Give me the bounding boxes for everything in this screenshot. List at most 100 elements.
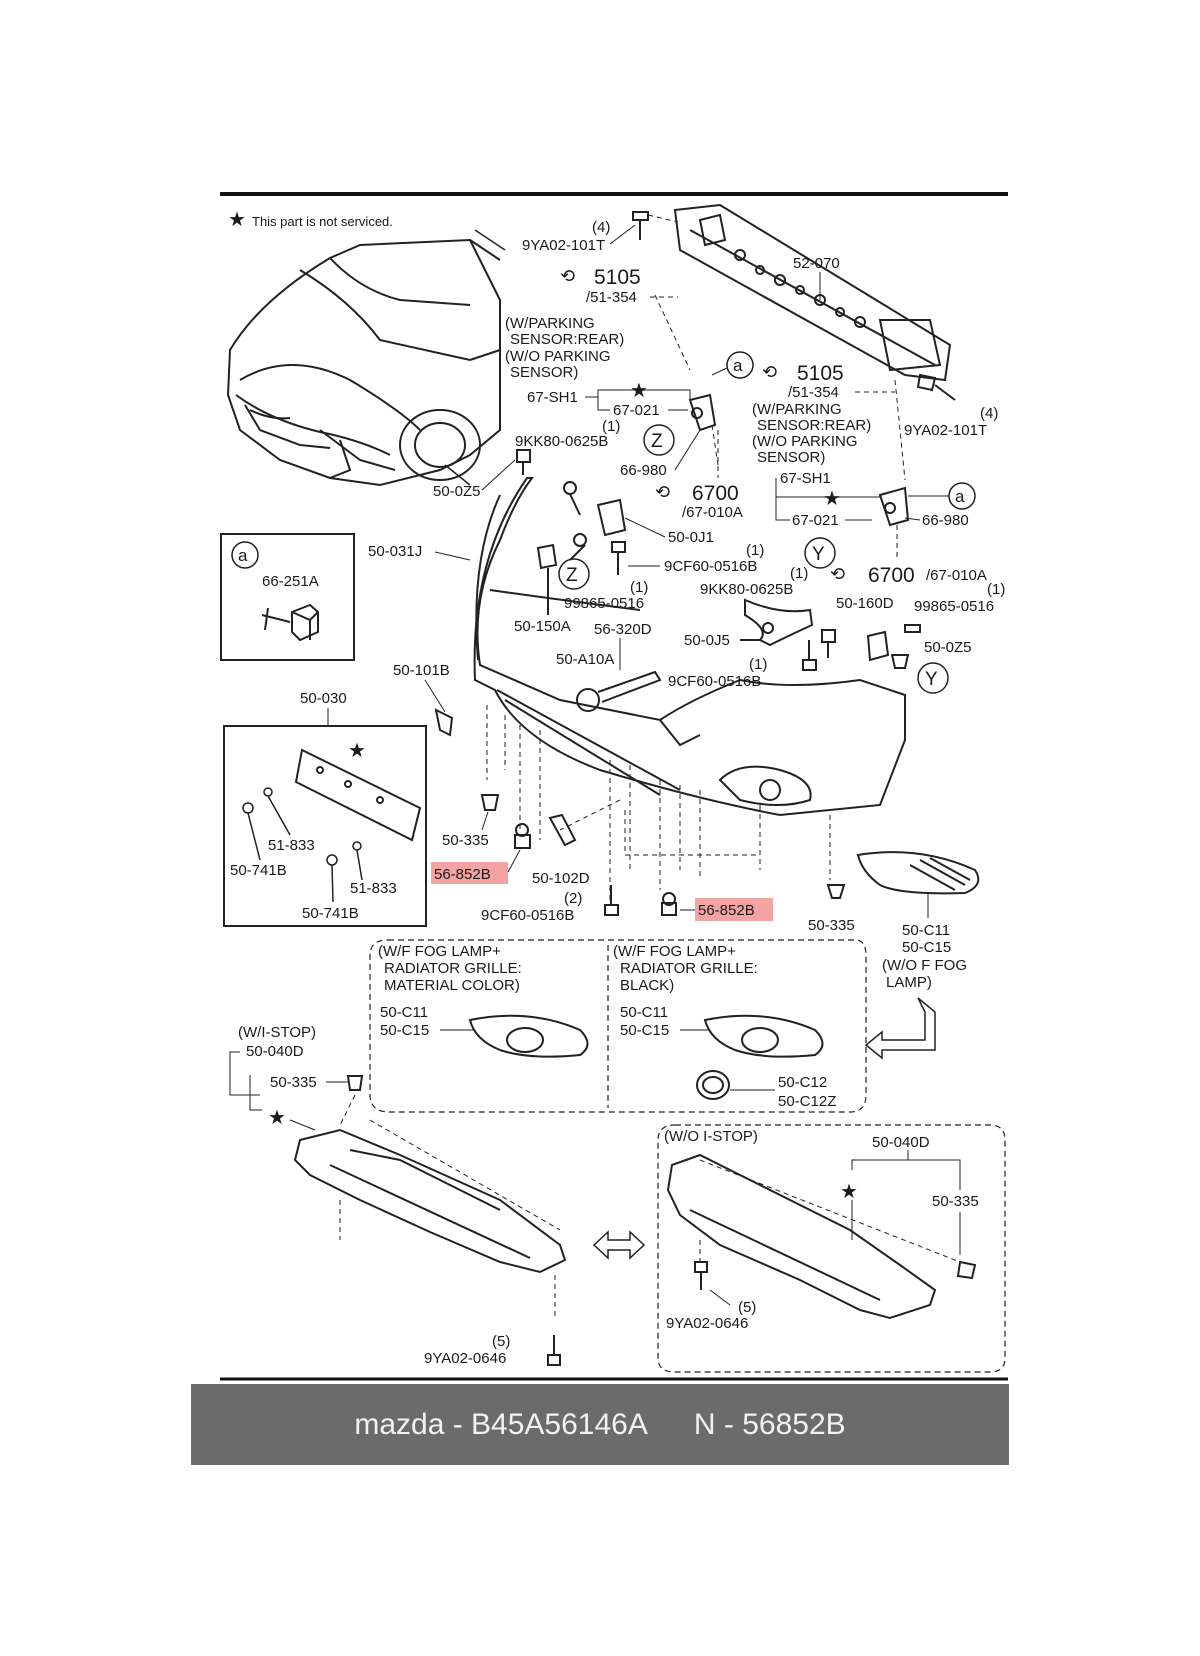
plug-a10a-part [576, 670, 662, 712]
screw-right-label: 9KK80-0625B [700, 581, 793, 598]
screw-99865-b: 99865-0516 [914, 598, 994, 615]
bracket-right-021: 67-021 [792, 512, 839, 529]
svg-text:BLACK): BLACK) [620, 977, 674, 994]
screw-right-qty: (1) [790, 565, 808, 582]
clip-335-b-part [826, 884, 846, 899]
reinforcement-bar [673, 203, 952, 382]
nut-851-a: 56-852B [434, 866, 491, 883]
svg-text:a: a [955, 487, 965, 506]
fog-blk-c12: 50-C12 [778, 1074, 827, 1091]
undercover-no-istop-part [666, 1153, 977, 1320]
bracket-right-part [878, 486, 910, 527]
washer-320d: 56-320D [594, 621, 652, 638]
ref-5105-a: 5105 [594, 266, 641, 289]
bracket-102d-part [548, 813, 577, 847]
bracket-0j5: 50-0J5 [684, 632, 730, 649]
bolt-top-left-qty: (4) [592, 219, 610, 236]
star-icon: ★ [823, 488, 841, 510]
svg-text:(W/F FOG LAMP+: (W/F FOG LAMP+ [378, 943, 501, 960]
svg-text:Y: Y [925, 669, 938, 690]
star-icon: ★ [348, 740, 366, 762]
fog-blk-c12z: 50-C12Z [778, 1093, 836, 1110]
bolt-top-right-qty: (4) [980, 405, 998, 422]
brand-part-number: mazda - B45A56146A [354, 1407, 648, 1441]
cover-c15: 50-C15 [902, 939, 951, 956]
plate-833-b: 51-833 [350, 880, 397, 897]
fastener-150a-part [536, 543, 558, 615]
leader-dashes [486, 705, 831, 900]
leader-dashes [339, 1094, 561, 1320]
not-serviced-note: This part is not serviced. [252, 214, 393, 229]
bolt-9ya-a: 9YA02-0646 [424, 1350, 506, 1367]
bracket-left-021-qty: (1) [602, 418, 620, 435]
undercover-istop-part [293, 1128, 567, 1274]
bolt-top-right-label: 9YA02-101T [904, 422, 987, 439]
callout-y-right [917, 662, 949, 694]
svg-text:Y: Y [812, 544, 825, 565]
bolt-9ya-a-qty: (5) [492, 1333, 510, 1350]
svg-text:LAMP): LAMP) [886, 974, 932, 991]
leader-dashes [699, 1159, 961, 1263]
bolt-9ya-b-qty: (5) [738, 1299, 756, 1316]
lower-335-b: 50-335 [932, 1193, 979, 1210]
svg-text:RADIATOR GRILLE:: RADIATOR GRILLE: [384, 960, 522, 977]
bumper-label: 50-031J [368, 543, 422, 560]
inset-a-box [220, 533, 355, 661]
nut-icon [514, 823, 531, 849]
no-istop-box [657, 1124, 1006, 1373]
ref-6700-b-icon: ⟲ [830, 564, 845, 584]
fog-lamp-material-part [468, 1014, 589, 1058]
ref-5105-b-icon: ⟲ [762, 362, 777, 382]
ref-6700-a-icon: ⟲ [655, 482, 670, 502]
plate-741b-b: 50-741B [302, 905, 359, 922]
holder-left-label: 66-980 [620, 462, 667, 479]
svg-text:(W/PARKING: (W/PARKING [752, 401, 842, 418]
bracket-160d-part [821, 624, 921, 662]
clip-icon [346, 1075, 364, 1091]
bracket-102d: 50-102D [532, 870, 590, 887]
svg-text:(W/F FOG LAMP+: (W/F FOG LAMP+ [613, 943, 736, 960]
star-icon: ★ [840, 1181, 858, 1203]
screw-99865-b-qty: (1) [987, 581, 1005, 598]
sensor-note-left: (W/PARKING SENSOR:REAR) (W/O PARKING SEN… [505, 315, 624, 381]
fog-cover-part [856, 851, 980, 895]
lower-335: 50-335 [270, 1074, 317, 1091]
part-number-footer: mazda - B45A56146A N - 56852B [191, 1384, 1009, 1465]
ref-51354-a: /51-354 [586, 289, 637, 306]
clip-335-a-part [480, 794, 500, 811]
bumper-cover [473, 477, 906, 817]
bracket-0j5-part [740, 598, 814, 647]
callout-a-top [726, 351, 754, 379]
svg-text:a: a [733, 356, 743, 375]
fastener-0z5-right-part [890, 654, 910, 669]
holder-right-label: 66-980 [922, 512, 969, 529]
bolt-icon [632, 211, 956, 401]
ref-51354-b: /51-354 [788, 384, 839, 401]
reference-part-number: N - 56852B [693, 1407, 846, 1441]
clip-335-b: 50-335 [808, 917, 855, 934]
inset-a-part: 66-251A [262, 573, 319, 590]
lower-040d: 50-040D [246, 1043, 304, 1060]
bolt-9cf-a-qty: (1) [746, 542, 764, 559]
screw-99865-a-qty: (1) [630, 579, 648, 596]
bolt-9cf-b-qty: (1) [749, 656, 767, 673]
fastener-101b-part [434, 708, 454, 737]
svg-text:a: a [238, 546, 248, 565]
nut-icon [661, 892, 677, 916]
bolt-top-left-label: 9YA02-101T [522, 237, 605, 254]
svg-text:(W/PARKING: (W/PARKING [505, 315, 595, 332]
bracket-0j1-part [563, 481, 627, 561]
bolt-9ya-b: 9YA02-0646 [666, 1315, 748, 1332]
arrow-hatched-icon [864, 997, 936, 1060]
clip-335-a: 50-335 [442, 832, 489, 849]
svg-text:SENSOR): SENSOR) [510, 364, 578, 381]
bolt-9cf-b: 9CF60-0516B [668, 673, 761, 690]
star-icon: ★ [228, 209, 246, 231]
fog-black-note: (W/F FOG LAMP+ RADIATOR GRILLE: BLACK) [613, 943, 758, 994]
reinforcement-label: 52-070 [793, 255, 840, 272]
svg-text:(W/O PARKING: (W/O PARKING [505, 348, 611, 365]
fog-lamp-black-part [696, 1014, 824, 1100]
ref-67010a-b: /67-010A [926, 567, 987, 584]
bracket-160d: 50-160D [836, 595, 894, 612]
